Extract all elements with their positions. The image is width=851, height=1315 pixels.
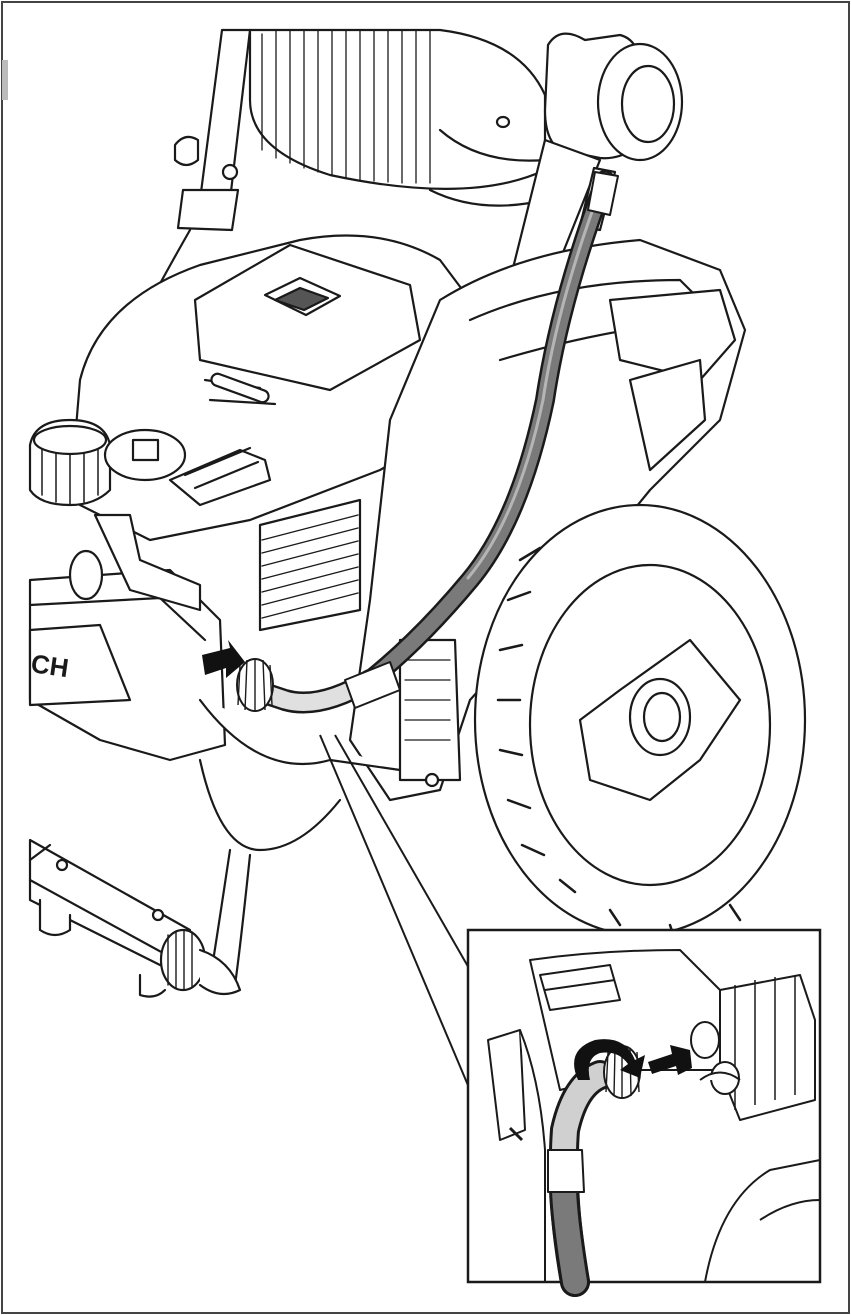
corner-mark: [2, 60, 8, 100]
insert-arrow-icon: [648, 1045, 692, 1075]
hose-clip-knob: [68, 549, 104, 601]
callout-line-left: [319, 734, 471, 1091]
wheel-fender: [348, 238, 747, 802]
hose-reel: [248, 28, 547, 207]
hose-bracket: [93, 513, 202, 612]
washer-body: [28, 28, 807, 998]
callout-line-right: [334, 734, 471, 971]
rotate-arrow-icon: [574, 1039, 645, 1080]
brand-fragment: CH: [29, 648, 70, 683]
cap-knob: [28, 418, 187, 507]
hose-connector-nut: [236, 658, 274, 712]
brand-panel: [28, 623, 132, 707]
wheel: [473, 503, 807, 942]
engine-fins: [258, 498, 362, 632]
base-frame: [28, 568, 402, 998]
detail-inset: [466, 928, 822, 1297]
high-pressure-hose: [244, 170, 619, 714]
insert-arrow-icon: [202, 640, 245, 678]
